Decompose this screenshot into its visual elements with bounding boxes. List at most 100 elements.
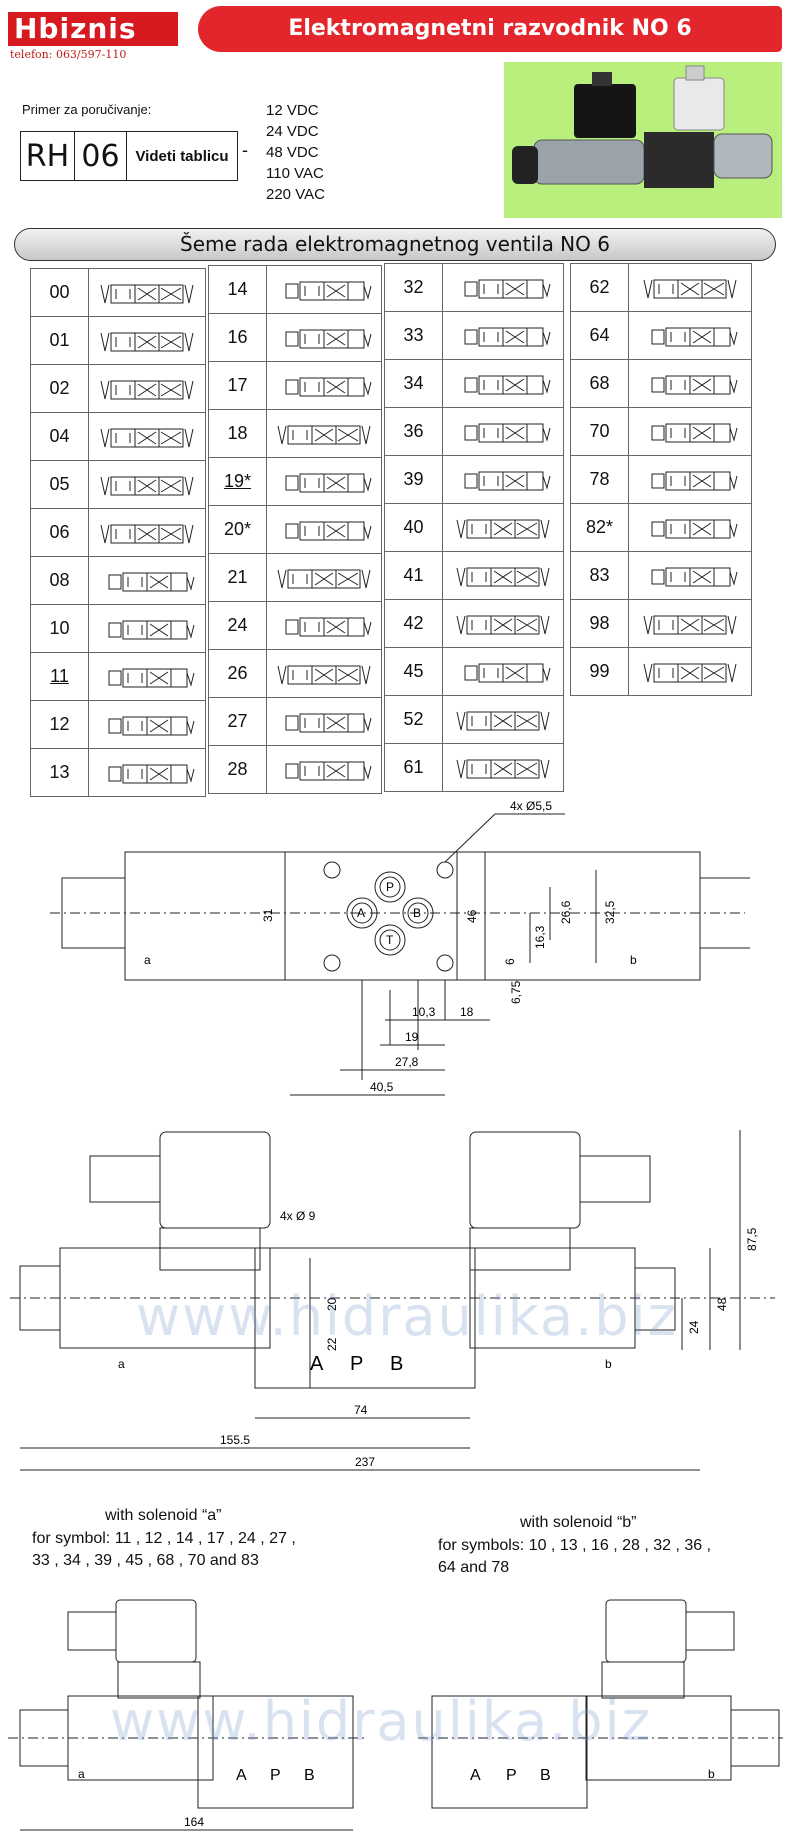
side-a: a — [144, 953, 151, 967]
scheme-code: 83 — [571, 552, 629, 599]
port-a-side: A — [310, 1353, 324, 1375]
valve-symbol-icon — [285, 377, 372, 396]
valve-symbol-icon — [285, 521, 372, 540]
scheme-symbol — [443, 360, 563, 407]
scheme-code: 04 — [31, 413, 89, 460]
scheme-code-text: 11 — [50, 666, 69, 686]
scheme-symbol — [629, 312, 751, 359]
scheme-symbol — [267, 650, 381, 697]
scheme-code: 82* — [571, 504, 629, 551]
dim-6: 6 — [503, 958, 517, 965]
scheme-code-text: 70 — [589, 421, 610, 441]
valve-symbol-icon — [643, 615, 737, 634]
scheme-code: 39 — [385, 456, 443, 503]
voltage-item: 24 VDC — [266, 123, 319, 140]
port-b-side: B — [390, 1353, 403, 1375]
scheme-symbol — [267, 314, 381, 361]
dim-10-3: 10,3 — [412, 1005, 436, 1019]
scheme-row: 13 — [30, 748, 206, 797]
valve-symbol-icon — [464, 663, 551, 682]
scheme-code-text: 42 — [403, 613, 424, 633]
scheme-symbol — [629, 648, 751, 695]
scheme-code: 70 — [571, 408, 629, 455]
scheme-symbol — [267, 746, 381, 793]
valve-symbol-icon — [100, 380, 194, 399]
variant-b-symbols-2: 64 and 78 — [438, 1559, 510, 1576]
valve-symbol-icon — [643, 663, 737, 682]
valve-symbol-icon — [464, 423, 551, 442]
scheme-row: 82* — [570, 503, 752, 552]
scheme-symbol — [629, 456, 751, 503]
valve-symbol-icon — [108, 764, 195, 783]
dim-164: 164 — [184, 1815, 204, 1829]
dim-16-3: 16,3 — [533, 925, 547, 949]
order-example-title: Primer za poručivanje: — [22, 102, 152, 117]
scheme-code: 68 — [571, 360, 629, 407]
scheme-row: 12 — [30, 700, 206, 749]
scheme-code-text: 68 — [589, 373, 610, 393]
port-a: A — [357, 906, 365, 920]
dim-74: 74 — [354, 1403, 368, 1417]
scheme-code-text: 83 — [589, 565, 610, 585]
dim-31: 31 — [261, 908, 275, 922]
scheme-symbol — [89, 653, 205, 700]
voltage-list: 12 VDC 24 VDC 48 VDC 110 VAC 220 VAC — [266, 100, 325, 205]
scheme-code: 33 — [385, 312, 443, 359]
page-title: Elektromagnetni razvodnik NO 6 — [198, 6, 782, 52]
scheme-row: 01 — [30, 316, 206, 365]
dim-48: 48 — [715, 1297, 729, 1311]
dim-6-75: 6,75 — [509, 980, 523, 1004]
scheme-symbol — [629, 600, 751, 647]
scheme-code: 98 — [571, 600, 629, 647]
scheme-code-text: 13 — [49, 762, 70, 782]
valve-symbol-icon — [285, 329, 372, 348]
scheme-symbol — [267, 554, 381, 601]
dim-237: 237 — [355, 1455, 375, 1469]
scheme-code: 20* — [209, 506, 267, 553]
scheme-symbol — [267, 698, 381, 745]
valve-symbol-icon — [285, 761, 372, 780]
scheme-code-text: 00 — [49, 282, 70, 302]
scheme-code-text: 33 — [403, 325, 424, 345]
valve-symbol-icon — [285, 713, 372, 732]
scheme-code-text: 04 — [49, 426, 70, 446]
scheme-code-text: 40 — [403, 517, 424, 537]
scheme-code: 12 — [31, 701, 89, 748]
scheme-symbol — [89, 317, 205, 364]
scheme-code-text: 12 — [49, 714, 70, 734]
scheme-code: 78 — [571, 456, 629, 503]
scheme-row: 32 — [384, 263, 564, 312]
scheme-code-text: 17 — [227, 375, 248, 395]
scheme-symbol — [443, 408, 563, 455]
valve-symbol-icon — [108, 620, 195, 639]
voltage-item: 220 VAC — [266, 186, 325, 203]
scheme-code-text: 14 — [227, 279, 248, 299]
scheme-symbol — [89, 509, 205, 556]
scheme-code: 02 — [31, 365, 89, 412]
scheme-symbol — [629, 264, 751, 311]
scheme-row: 39 — [384, 455, 564, 504]
scheme-code: 26 — [209, 650, 267, 697]
valve-symbol-icon — [643, 279, 737, 298]
valve-symbol-icon — [651, 519, 738, 538]
valve-symbol-icon — [456, 711, 550, 730]
order-code-box: RH 06 Videti tablicu — [20, 131, 238, 181]
valve-symbol-icon — [651, 471, 738, 490]
scheme-row: 98 — [570, 599, 752, 648]
variant-a-port-p: P — [270, 1767, 281, 1784]
scheme-code-text: 98 — [589, 613, 610, 633]
scheme-code: 52 — [385, 696, 443, 743]
dim-27-8: 27,8 — [395, 1055, 419, 1069]
scheme-code-text: 02 — [49, 378, 70, 398]
valve-symbol-icon — [277, 425, 371, 444]
scheme-code-text: 45 — [403, 661, 424, 681]
valve-symbol-icon — [277, 665, 371, 684]
watermark: www.hidraulika.biz — [136, 1285, 678, 1348]
scheme-code: 61 — [385, 744, 443, 791]
scheme-code: 08 — [31, 557, 89, 604]
scheme-code: 18 — [209, 410, 267, 457]
variant-b-title: with solenoid “b” — [520, 1514, 637, 1531]
scheme-code-text: 19* — [223, 471, 252, 491]
scheme-code: 32 — [385, 264, 443, 311]
scheme-code-text: 41 — [403, 565, 424, 585]
